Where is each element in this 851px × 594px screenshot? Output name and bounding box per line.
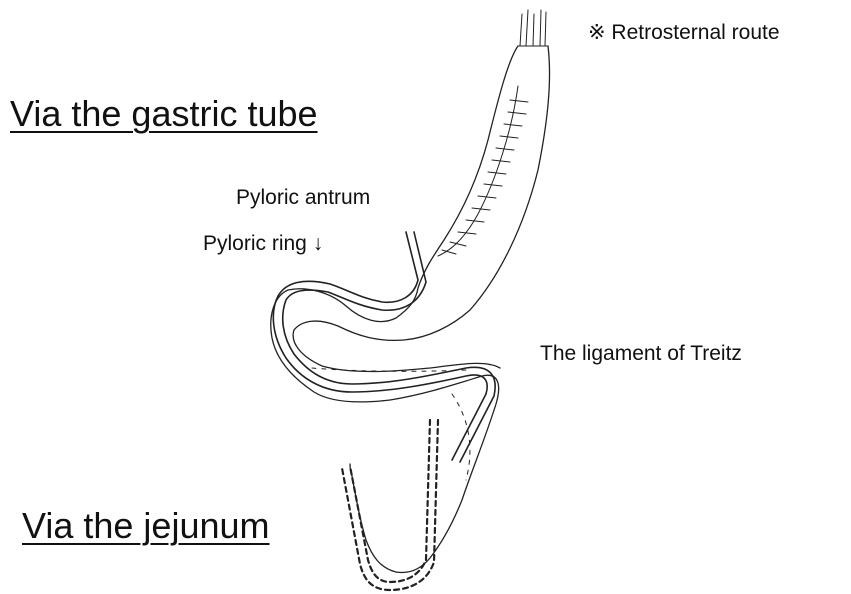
tube-via-gastric [273,232,495,462]
label-pyloric-antrum: Pyloric antrum [236,187,370,208]
label-retrosternal-route: ※ Retrosternal route [588,22,780,43]
esophageal-stump [518,10,548,46]
title-via-jejunum: Via the jejunum [22,508,270,544]
label-pyloric-ring: Pyloric ring ↓ [203,233,323,254]
jejunum-contour [312,368,470,480]
suture-line [438,86,528,256]
tube-via-jejunum [342,420,438,590]
label-ligament-of-treitz: The ligament of Treitz [540,343,742,364]
title-via-gastric-tube: Via the gastric tube [10,96,318,132]
